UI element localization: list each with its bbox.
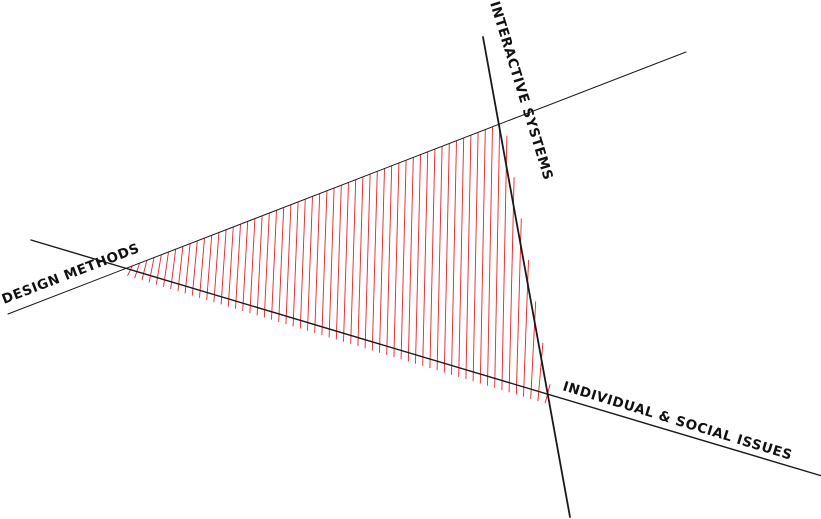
hatched-intersection-region — [127, 123, 551, 404]
hatch-stroke — [155, 254, 162, 285]
hatch-stroke — [163, 251, 169, 287]
hatch-stroke — [350, 179, 357, 344]
hatch-stroke — [278, 207, 285, 322]
hatch-stroke — [220, 229, 227, 305]
hatch-stroke — [321, 190, 328, 336]
interactive-systems-line — [482, 36, 571, 518]
hatch-stroke — [508, 177, 515, 393]
hatch-stroke — [314, 193, 321, 333]
hatch-stroke — [393, 162, 400, 358]
hatch-stroke — [134, 262, 141, 279]
hatch-stroke — [407, 157, 414, 362]
hatch-stroke — [335, 185, 342, 340]
design-methods-line — [7, 51, 687, 315]
hatch-stroke — [530, 301, 537, 399]
interactive-systems-label: INTERACTIVE SYSTEMS — [486, 0, 556, 182]
design-methods-label: DESIGN METHODS — [0, 240, 142, 307]
hatch-stroke — [242, 221, 249, 312]
hatch-stroke — [299, 198, 306, 329]
hatch-stroke — [501, 135, 508, 391]
hatch-stroke — [364, 173, 371, 349]
hatch-stroke — [141, 260, 148, 281]
hatch-stroke — [285, 204, 292, 325]
hatch-stroke — [472, 132, 479, 382]
hatch-stroke — [343, 182, 349, 342]
individual-social-issues-label: INDIVIDUAL & SOCIAL ISSUES — [561, 379, 794, 464]
hatch-stroke — [249, 218, 256, 314]
hatch-stroke — [386, 165, 393, 355]
hatch-stroke — [292, 201, 299, 327]
hatch-stroke — [436, 146, 443, 371]
individual-social-issues-line — [30, 239, 821, 477]
hatch-stroke — [184, 243, 191, 294]
hatch-stroke — [307, 196, 313, 331]
hatch-stroke — [479, 129, 486, 384]
hatch-stroke — [422, 151, 429, 366]
hatch-stroke — [227, 226, 234, 307]
hatch-stroke — [429, 148, 436, 369]
hatch-stroke — [213, 232, 220, 303]
hatch-stroke — [148, 257, 155, 283]
hatch-stroke — [191, 240, 198, 296]
hatch-stroke — [379, 168, 385, 353]
hatch-stroke — [328, 187, 335, 338]
hatch-stroke — [465, 134, 472, 380]
hatch-stroke — [487, 126, 493, 386]
hatch-stroke — [371, 171, 378, 351]
hatch-stroke — [206, 235, 213, 301]
hatch-stroke — [494, 123, 501, 388]
hatch-stroke — [451, 140, 457, 375]
hatch-stroke — [235, 223, 241, 309]
hatch-stroke — [400, 159, 407, 360]
hatch-stroke — [263, 212, 270, 318]
hatch-stroke — [443, 143, 450, 373]
hatch-stroke — [256, 215, 263, 316]
hatch-stroke — [357, 176, 364, 347]
hatch-stroke — [127, 265, 133, 277]
hatch-stroke — [458, 137, 465, 377]
hatch-stroke — [199, 237, 205, 298]
hatch-stroke — [415, 154, 421, 364]
hatch-stroke — [271, 210, 277, 320]
